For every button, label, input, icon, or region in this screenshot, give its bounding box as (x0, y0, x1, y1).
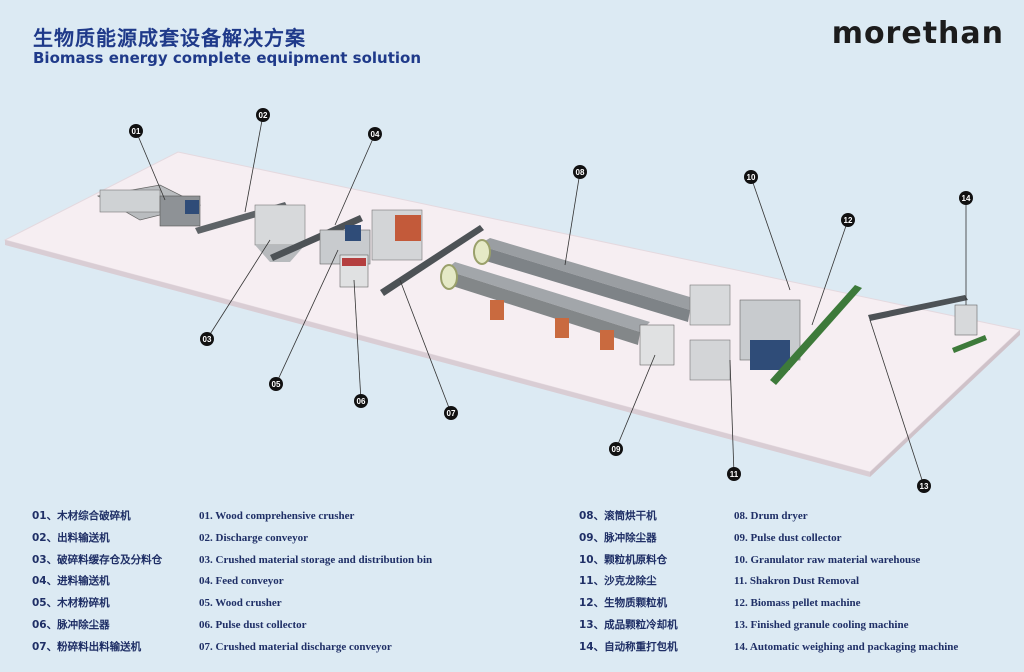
callout-05: 05 (269, 377, 283, 391)
legend-item-cn: 12、生物质颗粒机 (579, 597, 668, 610)
legend-item-en: 05. Wood crusher (199, 597, 282, 610)
legend-item-en: 12. Biomass pellet machine (734, 597, 861, 610)
svg-text:02: 02 (259, 111, 268, 120)
legend-item-cn: 13、成品颗粒冷却机 (579, 618, 678, 631)
callout-03: 03 (200, 332, 214, 346)
legend-item-en: 02. Discharge conveyor (199, 531, 309, 544)
legend-item-en: 13. Finished granule cooling machine (734, 618, 909, 631)
legend-item-en: 06. Pulse dust collector (199, 618, 307, 631)
packaging-machine (952, 304, 987, 353)
legend-item-en: 09. Pulse dust collector (734, 531, 842, 544)
callout-06: 06 (354, 394, 368, 408)
legend-item-cn: 11、沙克龙除尘 (579, 575, 657, 588)
callout-14: 14 (959, 191, 973, 205)
legend-item-en: 01. Wood comprehensive crusher (199, 510, 355, 522)
drum-dryer (440, 238, 731, 350)
legend-item-en: 03. Crushed material storage and distrib… (199, 553, 433, 566)
page-title-cn: 生物质能源成套设备解决方案 (33, 26, 306, 50)
floor-platform-edge (5, 240, 870, 477)
svg-text:06: 06 (357, 397, 366, 406)
legend-item-en: 08. Drum dryer (734, 510, 808, 522)
legend-item-en: 10. Granulator raw material warehouse (734, 553, 921, 566)
legend-right-en: 08. Drum dryer 09. Pulse dust collector … (734, 506, 958, 659)
callout-12: 12 (841, 213, 855, 227)
svg-text:11: 11 (730, 470, 739, 479)
svg-text:07: 07 (447, 409, 456, 418)
svg-text:14: 14 (962, 194, 971, 203)
legend-item-en: 04. Feed conveyor (199, 575, 284, 588)
callout-07: 07 (444, 406, 458, 420)
legend-item-cn: 04、进料输送机 (32, 575, 110, 588)
pellet-elevator (770, 285, 862, 385)
pulse-dust-collector-1 (339, 254, 369, 288)
production-line-diagram: 01 02 03 04 05 06 07 08 09 10 11 12 13 1… (3, 108, 1022, 493)
legend-item-cn: 01、木材综合破碎机 (32, 510, 131, 522)
svg-text:08: 08 (576, 168, 585, 177)
callout-01: 01 (129, 124, 143, 138)
cooling-conveyor (868, 295, 968, 321)
legend-item-en: 14. Automatic weighing and packaging mac… (734, 640, 959, 653)
legend-item-en: 11. Shakron Dust Removal (734, 575, 860, 588)
svg-text:12: 12 (844, 216, 853, 225)
wood-crusher-machine (96, 184, 202, 227)
svg-text:10: 10 (747, 173, 756, 182)
svg-text:13: 13 (920, 482, 929, 491)
svg-text:03: 03 (203, 335, 212, 344)
callout-11: 11 (727, 467, 741, 481)
legend-item-cn: 07、粉碎料出料输送机 (32, 640, 142, 653)
callout-10: 10 (744, 170, 758, 184)
legend-left-en: 01. Wood comprehensive crusher 02. Disch… (199, 506, 432, 659)
legend-item-cn: 05、木材粉碎机 (32, 597, 110, 610)
legend-item-cn: 06、脉冲除尘器 (32, 618, 110, 631)
callout-04: 04 (368, 127, 382, 141)
callout-08: 08 (573, 165, 587, 179)
feed-conveyor (270, 215, 363, 261)
legend-item-cn: 09、脉冲除尘器 (579, 531, 657, 544)
callout-13: 13 (917, 479, 931, 493)
legend-right-cn: 08、滚筒烘干机 09、脉冲除尘器 10、颗粒机原料仓 11、沙克龙除尘 12、… (579, 506, 678, 659)
page-title-en: Biomass energy complete equipment soluti… (33, 49, 422, 67)
svg-text:05: 05 (272, 380, 281, 389)
svg-text:09: 09 (612, 445, 621, 454)
crushed-material-conveyor (380, 225, 484, 296)
legend-item-en: 07. Crushed material discharge conveyor (199, 640, 392, 653)
legend-item-cn: 14、自动称重打包机 (579, 640, 678, 653)
callout-leaders (135, 114, 967, 487)
svg-text:01: 01 (132, 127, 141, 136)
granulator-raw-material-warehouse (689, 299, 801, 381)
svg-text:04: 04 (371, 130, 380, 139)
morethan-logo: morethan (831, 16, 1004, 51)
callout-09: 09 (609, 442, 623, 456)
legend-left-cn: 01、木材综合破碎机 02、出料输送机 03、破碎料缓存仓及分料仓 04、进料输… (32, 506, 162, 659)
legend-item-cn: 02、出料输送机 (32, 531, 110, 544)
pulse-dust-collector-2 (639, 324, 675, 366)
legend-item-cn: 10、颗粒机原料仓 (579, 553, 668, 566)
legend-item-cn: 08、滚筒烘干机 (579, 510, 657, 522)
legend-item-cn: 03、破碎料缓存仓及分料仓 (32, 553, 163, 566)
callout-02: 02 (256, 108, 270, 122)
